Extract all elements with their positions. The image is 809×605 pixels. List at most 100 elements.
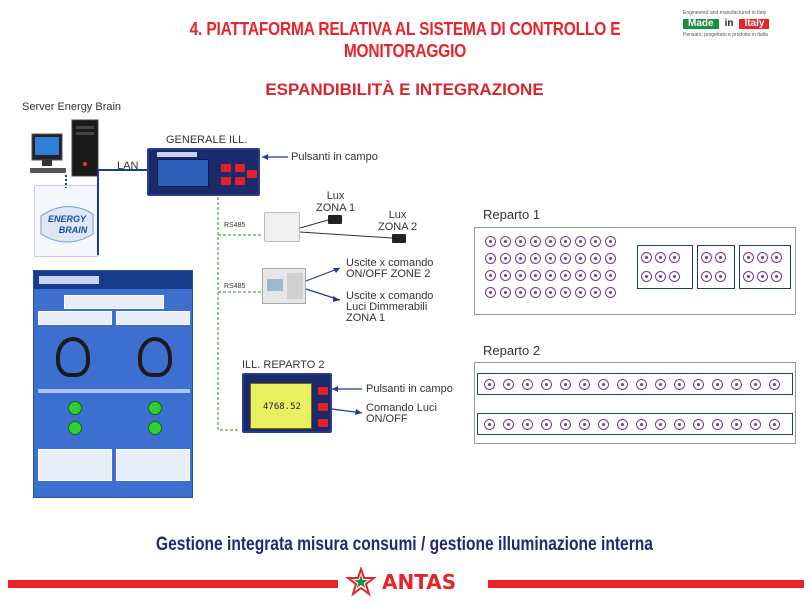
lamp-icon — [485, 287, 496, 298]
lamp-icon — [605, 270, 616, 281]
lamp-icon — [655, 251, 666, 263]
lightbulb-icon — [56, 337, 90, 377]
antas-star-icon — [345, 567, 377, 597]
generale-ill-label: GENERALE ILL. — [166, 134, 248, 146]
lamp-icon — [715, 251, 726, 263]
lamp-icon — [515, 236, 526, 247]
ill-reparto2-device: 4768.52 — [242, 373, 332, 433]
lamp-icon — [743, 251, 754, 263]
reparto2-area — [474, 362, 796, 444]
lamp-icon — [590, 270, 601, 281]
lamp-icon — [674, 378, 685, 390]
footer-red-bar-right — [488, 580, 804, 588]
footer-red-bar-left — [8, 580, 338, 588]
lamp-icon — [530, 253, 541, 264]
slide-title-line2: MONITORAGGIO — [343, 41, 467, 61]
antas-logo: ANTAS — [344, 566, 468, 598]
lamp-icon — [545, 270, 556, 281]
lamp-icon — [598, 418, 609, 430]
ill-reparto2-label: ILL. REPARTO 2 — [242, 359, 325, 371]
lamp-icon — [605, 287, 616, 298]
rs485-label-2: RS485 — [224, 283, 246, 290]
lamp-icon — [485, 236, 496, 247]
lamp-icon — [485, 253, 496, 264]
lamp-icon — [693, 418, 704, 430]
lamp-icon — [575, 236, 586, 247]
lamp-row — [485, 287, 616, 298]
lamp-icon — [545, 236, 556, 247]
lux-sensor-zona2 — [392, 234, 406, 243]
lamp-icon — [605, 236, 616, 247]
lamp-row — [485, 236, 616, 247]
lamp-icon — [484, 378, 495, 390]
reparto1-label: Reparto 1 — [483, 207, 541, 222]
lamp-icon — [731, 418, 742, 430]
lamp-icon — [560, 378, 571, 390]
uscite-dimm-label: Uscite x comando Luci Dimmerabili ZONA 1 — [346, 290, 434, 324]
lamp-icon — [503, 418, 514, 430]
slide-subtitle: ESPANDIBILITÀ E INTEGRAZIONE — [265, 80, 544, 99]
lamp-icon — [750, 418, 761, 430]
lamp-icon — [560, 253, 571, 264]
lamp-icon — [500, 236, 511, 247]
lamp-icon — [636, 418, 647, 430]
badge-top-text: Engineered and manufactured in Italy — [683, 10, 767, 16]
reparto1-area — [474, 227, 796, 315]
lamp-icon — [712, 378, 723, 390]
lamp-icon — [522, 418, 533, 430]
lux-sensor-zona1 — [328, 215, 342, 224]
lamp-row — [485, 253, 616, 264]
lamp-icon — [769, 418, 780, 430]
lamp-icon — [515, 270, 526, 281]
slide-title-line1: 4. PIATTAFORMA RELATIVA AL SISTEMA DI CO… — [189, 19, 621, 39]
reparto1-lamp-grid — [485, 236, 616, 298]
lux-zona2-label: Lux ZONA 2 — [378, 209, 418, 233]
uscite-onoff-label: Uscite x comando ON/OFF ZONE 2 — [346, 257, 434, 280]
lamp-icon — [590, 253, 601, 264]
pulsanti-in-campo-1: Pulsanti in campo — [291, 151, 378, 163]
rs485-label-1: RS485 — [224, 222, 246, 229]
lamp-icon — [484, 418, 495, 430]
lamp-row — [485, 270, 616, 281]
footer-tagline: Gestione integrata misura consumi / gest… — [156, 534, 653, 555]
badge-bottom-text: Pensato, progettato e prodotto in Italia — [683, 32, 768, 38]
lux-zona1-label: Lux ZONA 1 — [316, 190, 356, 214]
reparto1-zone-group — [637, 245, 693, 289]
lamp-icon — [669, 271, 680, 283]
lamp-icon — [500, 287, 511, 298]
lamp-icon — [617, 378, 628, 390]
lamp-icon — [617, 418, 628, 430]
device-screen — [157, 159, 209, 187]
lamp-icon — [769, 378, 780, 390]
lamp-icon — [530, 287, 541, 298]
server-computer-icon — [30, 118, 102, 180]
lamp-icon — [530, 270, 541, 281]
lamp-icon — [575, 253, 586, 264]
lamp-icon — [530, 236, 541, 247]
lamp-icon — [712, 418, 723, 430]
lamp-icon — [750, 378, 761, 390]
generale-ill-device — [147, 148, 260, 196]
antas-brand-name: ANTAS — [382, 570, 457, 594]
lamp-icon — [485, 270, 496, 281]
lan-label: LAN — [117, 160, 139, 172]
badge-made: Made — [683, 19, 719, 29]
lamp-icon — [701, 251, 712, 263]
lamp-icon — [541, 418, 552, 430]
lamp-icon — [575, 270, 586, 281]
lamp-icon — [641, 251, 652, 263]
comando-luci-label: Comando Luci ON/OFF — [366, 402, 437, 425]
lamp-icon — [757, 251, 768, 263]
lamp-icon — [515, 287, 526, 298]
lamp-icon — [757, 271, 768, 283]
lamp-icon — [579, 378, 590, 390]
lamp-icon — [545, 287, 556, 298]
lamp-icon — [545, 253, 556, 264]
lamp-icon — [771, 271, 782, 283]
server-label: Server Energy Brain — [22, 101, 122, 113]
device-lcd: 4768.52 — [250, 383, 312, 429]
lamp-icon — [560, 270, 571, 281]
lux-hub-box — [264, 212, 300, 242]
pulsanti-in-campo-2: Pulsanti in campo — [366, 383, 453, 395]
